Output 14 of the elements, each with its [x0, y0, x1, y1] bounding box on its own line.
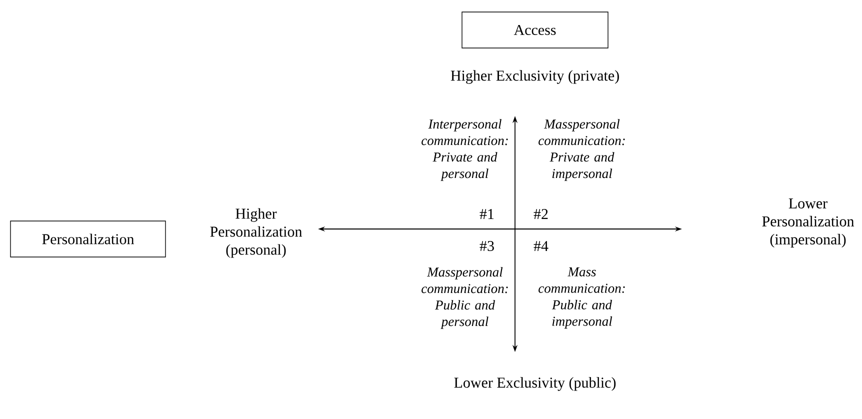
axis-label: Lower Personalization (impersonal) [762, 198, 854, 248]
axis-label: Lower Exclusivity (public) [454, 377, 616, 391]
label-box: Personalization [10, 220, 166, 258]
axis-label: Higher Exclusivity (private) [450, 70, 619, 84]
quadrant-label: Masspersonal communication: Public and personal [422, 267, 508, 329]
axis-label: Higher Personalization (personal) [210, 208, 302, 258]
quadrant-label: Interpersonal communication: Private and personal [422, 119, 508, 181]
quadrant-number: #4 [534, 241, 548, 251]
quadrant-number: #1 [480, 209, 494, 219]
quadrant-label: Mass communication: Public and impersonal [538, 267, 625, 329]
label-box: Access [462, 12, 608, 48]
quadrant-number: #3 [480, 240, 494, 252]
quadrant-label: Masspersonal communication: Private and impersonal [538, 119, 625, 181]
quadrant-number: #2 [534, 209, 548, 219]
